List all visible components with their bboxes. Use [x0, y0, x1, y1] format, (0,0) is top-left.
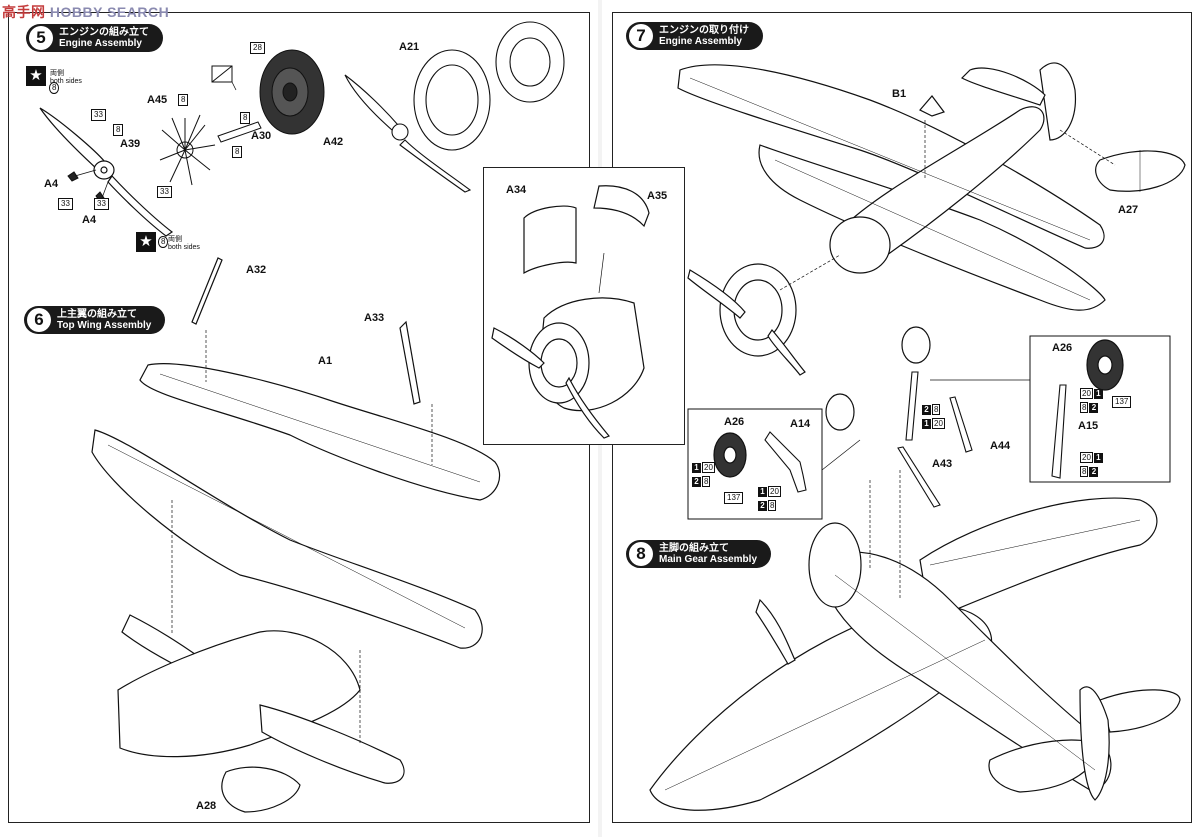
step-number: 6 [27, 308, 51, 332]
part-label-a34: A34 [506, 184, 527, 196]
step-number: 7 [629, 24, 653, 48]
step-title-en: Main Gear Assembly [659, 554, 758, 565]
color-code-badge: 8 [232, 146, 243, 158]
part-label-a39: A39 [120, 138, 141, 150]
part-label-a21: A21 [399, 41, 420, 53]
cowling-detail-drawing [491, 185, 650, 439]
cowling-propeller-drawing [344, 21, 565, 193]
star-icon: ★ [26, 66, 46, 86]
part-label-a4: A4 [82, 214, 97, 226]
part-label-a43: A43 [932, 458, 953, 470]
part-label-a28: A28 [196, 800, 217, 812]
step-title-en: Top Wing Assembly [57, 320, 152, 331]
engine-cylinders-drawing [159, 114, 216, 186]
watermark: 高手网 HOBBY SEARCH [2, 4, 170, 20]
color-code-badge: 137 [724, 492, 744, 504]
color-code-badge: 8 [49, 82, 60, 94]
part-label-a45: A45 [147, 94, 168, 106]
part-label-a32: A32 [246, 264, 267, 276]
step-title-jp: エンジンの組み立て [59, 27, 149, 38]
color-code-badge: 8 [113, 124, 124, 136]
step-title-jp: 上主翼の組み立て [57, 309, 137, 320]
color-code-badge: 137 [1112, 396, 1132, 408]
step-7-header: 7 エンジンの取り付け Engine Assembly [626, 22, 763, 50]
step-number: 8 [629, 542, 653, 566]
step-8-header: 8 主脚の組み立て Main Gear Assembly [626, 540, 772, 568]
step-5-engine-drawing [39, 21, 565, 237]
color-code-badge: 33 [58, 198, 73, 210]
part-label-a15: A15 [1078, 420, 1099, 432]
part-label-a14: A14 [790, 418, 811, 430]
color-code-badge: 33 [94, 198, 109, 210]
step-title-jp: 主脚の組み立て [659, 543, 729, 554]
part-label-a26: A26 [724, 416, 745, 428]
step-6-top-wing-drawing [91, 257, 501, 813]
color-code-badge: 8 [178, 94, 189, 106]
part-label-a33: A33 [364, 312, 385, 324]
star-icon: ★ [136, 232, 156, 252]
part-label-a1: A1 [318, 355, 333, 367]
step-5-header: 5 エンジンの組み立て Engine Assembly [26, 24, 163, 52]
part-label-a30: A30 [251, 130, 272, 142]
color-code-badge: 8 [240, 112, 251, 124]
part-label-a26: A26 [1052, 342, 1073, 354]
color-code-badge: 33 [91, 109, 106, 121]
part-label-a4: A4 [44, 178, 59, 190]
step-title-en: Engine Assembly [59, 38, 142, 49]
part-label-a42: A42 [323, 136, 344, 148]
step-title-jp: エンジンの取り付け [659, 25, 749, 36]
step-number: 5 [29, 26, 53, 50]
step-title-en: Engine Assembly [659, 36, 742, 47]
color-code-badge: 8 [158, 236, 169, 248]
part-label-a27: A27 [1118, 204, 1139, 216]
cowling-detail-inset: A34 A35 [483, 167, 685, 445]
step-6-header: 6 上主翼の組み立て Top Wing Assembly [24, 306, 166, 334]
propeller-drawing [39, 107, 174, 237]
part-label-a35: A35 [647, 190, 668, 202]
color-code-badge: 28 [250, 42, 265, 54]
part-label-b1: B1 [892, 88, 907, 100]
color-code-badge: 33 [157, 186, 172, 198]
part-label-a44: A44 [990, 440, 1011, 452]
radial-engine-drawing [259, 49, 325, 135]
